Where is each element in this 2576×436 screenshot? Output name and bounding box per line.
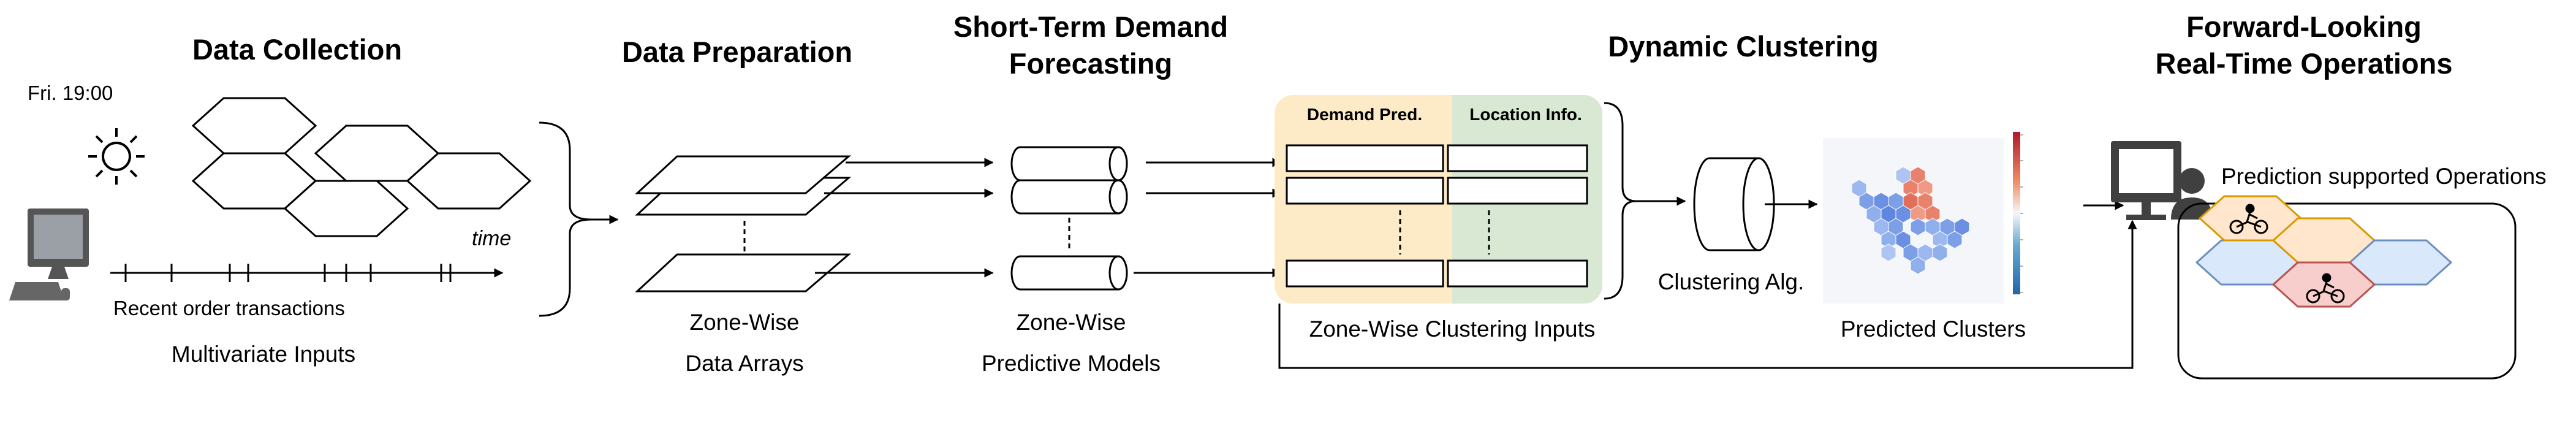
stage-title-operations-line2: Real-Time Operations (2156, 47, 2453, 80)
multivariate-inputs-caption: Multivariate Inputs (172, 342, 355, 367)
data-arrays-caption-line1: Zone-Wise (690, 310, 800, 335)
feedback-arrow (1278, 220, 2137, 369)
stacked-layers-icon (635, 155, 852, 293)
courier-scooter-icon (2229, 204, 2268, 234)
transactions-label: Recent order transactions (113, 297, 345, 319)
stage-title-forecasting-line1: Short-Term Demand (953, 10, 1228, 43)
stage-title-operations-line1: Forward-Looking (2186, 10, 2422, 43)
predicted-clusters-caption: Predicted Clusters (1841, 316, 2026, 342)
stage-data-collection: Data Collection Fri. 19:00 (9, 33, 619, 367)
arrows-to-inputs (1134, 158, 1282, 278)
location-header: Location Info. (1469, 105, 1582, 124)
clustering-inputs-caption: Zone-Wise Clustering Inputs (1309, 316, 1596, 342)
input-rows (1286, 144, 1588, 288)
operations-hex-map (2195, 195, 2453, 308)
stage-title-dynamic-clustering: Dynamic Clustering (1608, 30, 1878, 63)
stage-title-forecasting-line2: Forecasting (1009, 47, 1172, 80)
stage-data-preparation: Data Preparation Zone-Wise Data Arrays (622, 36, 994, 376)
cylinder-algorithm-icon (1693, 157, 1775, 251)
inputs-brace (1604, 102, 1637, 300)
courier-scooter-icon (2306, 273, 2345, 304)
clustering-algorithm-label: Clustering Alg. (1658, 269, 1805, 294)
sun-icon (88, 128, 145, 185)
stage-title-data-preparation: Data Preparation (622, 36, 852, 68)
input-brace (539, 121, 592, 317)
cluster-heatmap-icon (1823, 132, 2023, 304)
models-caption-line2: Predictive Models (982, 351, 1161, 376)
data-arrays-caption-line2: Data Arrays (685, 351, 803, 376)
hexagon-grid-icon (191, 97, 532, 237)
stage-forecasting: Short-Term Demand Forecasting Zone-Wise … (953, 10, 1282, 376)
operations-label: Prediction supported Operations (2221, 164, 2547, 189)
operator-workstation-icon (2111, 141, 2213, 220)
cylinder-model-icon (1010, 146, 1128, 291)
stage-dynamic-clustering: Dynamic Clustering Demand Pred. Location… (1275, 30, 2137, 369)
time-axis (110, 264, 504, 282)
operations-map-frame (2177, 202, 2517, 380)
row-ellipsis (1399, 210, 1490, 254)
timestamp-label: Fri. 19:00 (28, 82, 113, 104)
models-caption-line1: Zone-Wise (1017, 310, 1126, 335)
computer-icon (9, 208, 89, 300)
stage-title-data-collection: Data Collection (192, 33, 402, 66)
arrows-to-models (815, 158, 994, 278)
stage-operations: Forward-Looking Real-Time Operations Pre… (2111, 10, 2547, 380)
demand-header: Demand Pred. (1307, 105, 1422, 124)
time-axis-label: time (472, 227, 511, 250)
